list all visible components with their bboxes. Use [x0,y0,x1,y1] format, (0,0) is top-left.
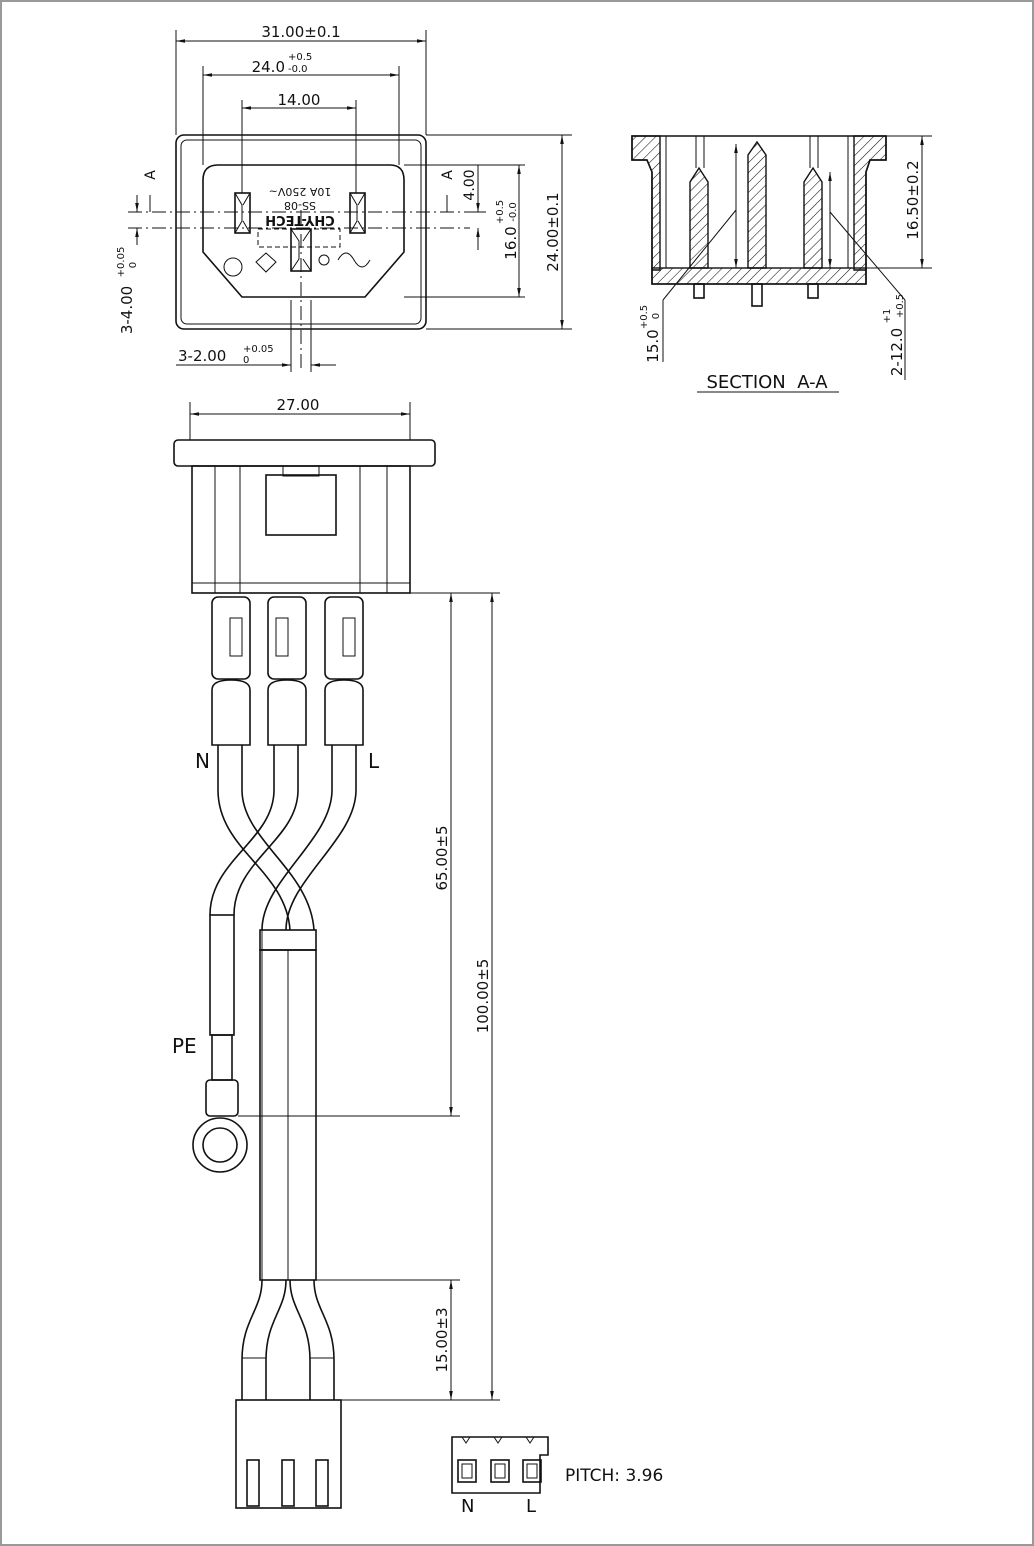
sleeve [259,929,317,951]
section-marker-left: A [143,170,159,180]
marking-model: SS-08 [284,199,316,212]
section-pin-neutral [689,166,709,269]
dim-pin-width-tol-lower: 0 [243,355,249,366]
ccc-logo-icon [223,257,243,277]
section-title: SECTION A-A [706,372,828,393]
connector-face-view: PITCH: 3.96 N L [451,1436,663,1517]
dim-opening-height-tol-upper: +0.5 [495,200,506,224]
pitch-label: PITCH: 3.96 [565,1466,663,1486]
terminal-pe [267,596,307,746]
dim-pin-width: 3-2.00 [178,347,226,365]
section-pin-earth [747,140,767,269]
top-view: 10A 250V~ SS-08 CHY-TECH 31.00±0.1 24.0 … [116,23,572,372]
wire-pe [209,745,275,916]
section-view: 16.50±0.2 15.0 +0.5 0 2-12.0 +1 +0.5 SEC… [631,135,932,393]
dim-opening-height-tol-lower: -0.0 [508,202,519,222]
terminal-l [324,596,364,746]
ce-logo-icon [318,254,330,266]
dim-pin-thickness-tol-lower: 0 [128,262,139,268]
dim-overall-width: 31.00±0.1 [261,23,340,41]
line-pin [349,192,366,234]
dim-pe-length: 65.00±5 [433,825,451,890]
ul-logo-icon [337,252,371,268]
dim-total-length: 100.00±5 [474,959,492,1034]
side-view: 27.00 [172,396,500,1509]
connector-face-outline [451,1436,549,1494]
marking-brand: CHY-TECH [265,212,335,227]
dim-opening-width-tol-upper: +0.5 [288,52,312,63]
connector-label-l: L [526,1496,536,1517]
section-pin-line [803,166,823,269]
dim-section-terminal: 2-12.0 [888,328,906,376]
connector-housing [235,1399,342,1509]
dim-opening-width-tol-lower: -0.0 [288,64,308,75]
dim-strip-length: 15.00±3 [433,1307,451,1372]
cqc-logo-icon [255,252,277,273]
terminal-n [211,596,251,746]
ring-terminal [192,1117,248,1173]
wire-l [261,745,333,931]
label-pe: PE [172,1034,197,1058]
dim-section-height: 16.50±0.2 [904,160,922,239]
dim-section-pin-tol-lower: 0 [651,313,662,319]
dim-body-width: 27.00 [277,396,320,414]
dim-overall-height: 24.00±0.1 [544,192,562,271]
dim-pin-spacing: 14.00 [278,91,321,109]
dim-pin-width-tol-upper: +0.05 [243,344,274,355]
label-l: L [368,749,380,773]
marking-rating: 10A 250V~ [269,185,332,198]
wire-n [217,745,291,931]
dim-pin-thickness-tol-upper: +0.05 [116,247,127,278]
flange-outline [175,134,427,330]
dim-section-pin-tol-upper: +0.5 [639,305,650,329]
dim-section-terminal-tol-lower: +0.5 [895,294,906,318]
socket-opening-outline [202,164,405,298]
dim-opening-width: 24.0 [252,58,285,76]
connector-label-n: N [461,1496,474,1517]
section-marker-right: A [440,170,456,180]
dim-pin-thickness: 3-4.00 [118,286,136,334]
certification-logos [223,252,371,277]
dim-opening-height: 16.0 [502,226,520,259]
side-body [191,465,411,594]
dim-center-offset: 4.00 [462,169,478,200]
dim-section-pin: 15.0 [644,329,662,362]
label-n: N [195,749,210,773]
side-flange [173,439,436,467]
dim-section-terminal-tol-upper: +1 [882,309,893,324]
